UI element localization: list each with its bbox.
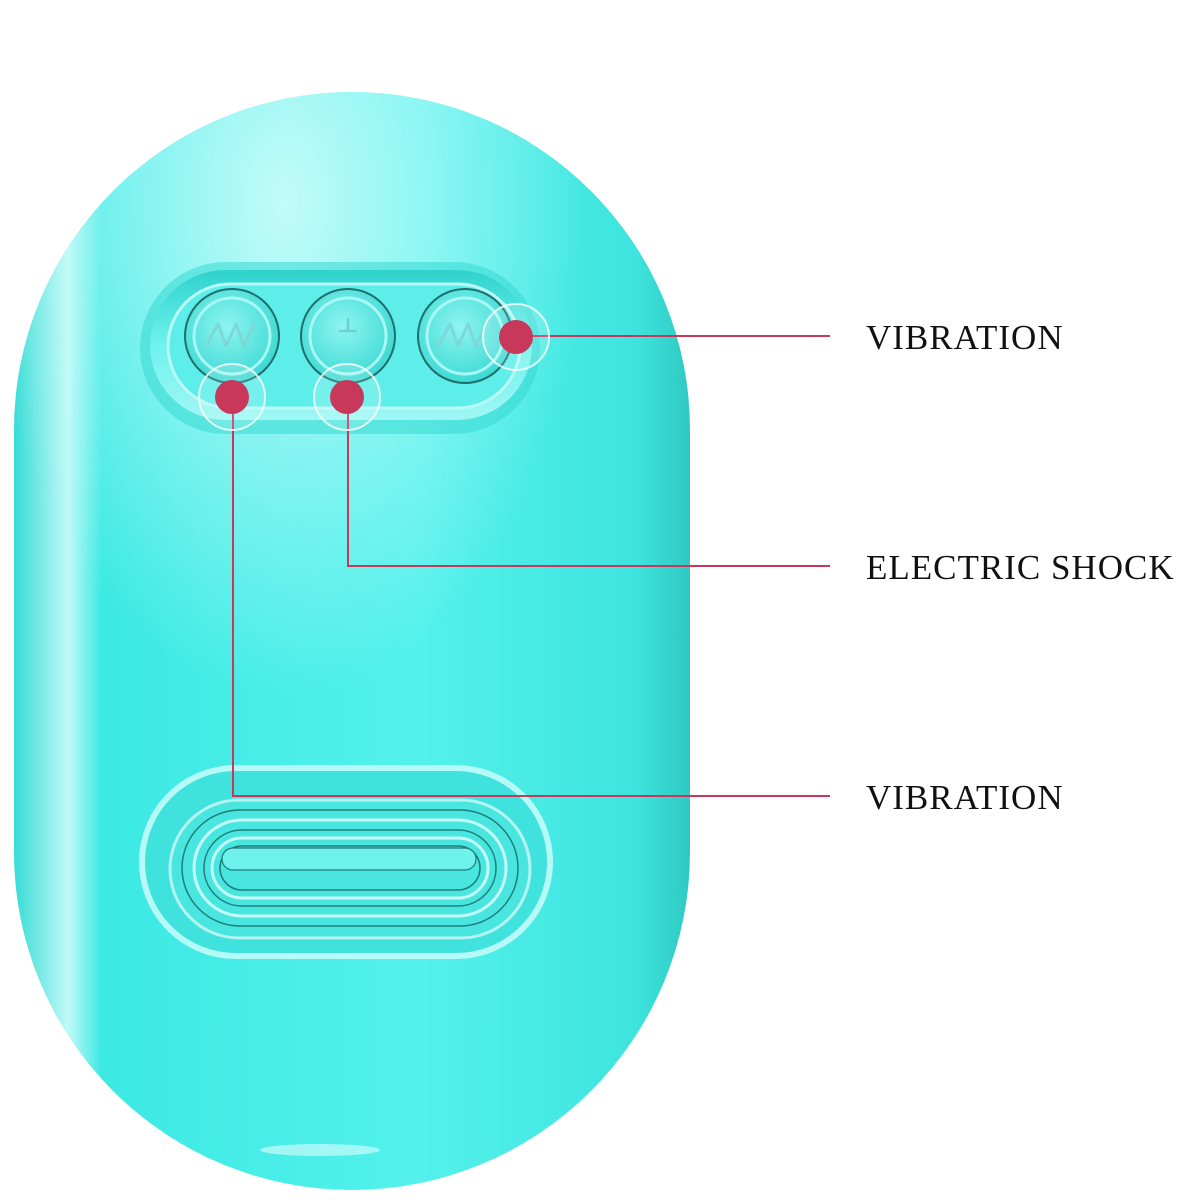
callout-lines <box>232 335 830 797</box>
wave-icon <box>204 322 256 348</box>
leader-line-electric-shock <box>347 398 830 567</box>
callout-label-vibration-top: VIBRATION <box>866 318 1064 357</box>
wave-icon <box>436 322 488 348</box>
left-vibration-button[interactable] <box>184 288 280 384</box>
callout-label-vibration-bottom: VIBRATION <box>866 778 1064 817</box>
callout-marker-center <box>313 363 381 431</box>
leader-line-vibration-bottom <box>232 398 830 797</box>
bottom-slider-pad[interactable] <box>139 765 553 959</box>
callout-label-electric-shock: ELECTRIC SHOCK <box>866 548 1175 587</box>
callout-marker-right <box>482 303 550 371</box>
electric-shock-icon <box>339 318 357 333</box>
callout-marker-left <box>198 363 266 431</box>
remote-body <box>14 92 690 1190</box>
